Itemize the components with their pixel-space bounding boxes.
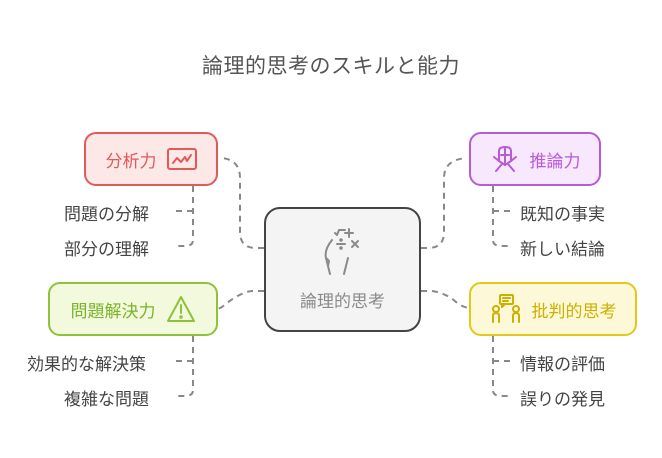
warning-triangle-icon — [166, 295, 196, 323]
center-label: 論理的思考 — [300, 291, 385, 312]
connector-inference-children — [492, 186, 512, 247]
branch-analysis-label: 分析力 — [105, 151, 157, 172]
branch-critical-thinking-label: 批判的思考 — [531, 301, 617, 322]
leaf-analysis-2: 部分の理解 — [64, 240, 149, 260]
head-math-icon — [318, 227, 368, 281]
leaf-problem-2: 複雑な問題 — [64, 390, 149, 410]
branch-problem-solving-label: 問題解決力 — [70, 301, 156, 322]
leaf-inference-2: 新しい結論 — [520, 240, 605, 260]
branch-inference[interactable]: 推論力 — [469, 132, 601, 186]
connector-center-inference — [421, 157, 467, 249]
connector-critical-children — [492, 336, 512, 397]
branch-critical-thinking[interactable]: 批判的思考 — [469, 282, 637, 336]
leaf-analysis-1: 問題の分解 — [64, 205, 149, 225]
branch-analysis[interactable]: 分析力 — [84, 132, 218, 186]
connector-center-problem — [217, 290, 264, 310]
leaf-critical-2: 誤りの発見 — [520, 390, 605, 410]
connector-center-critical — [421, 290, 470, 309]
leaf-inference-1: 既知の事実 — [520, 205, 605, 225]
leaf-critical-1: 情報の評価 — [520, 355, 605, 375]
diagram-title: 論理的思考のスキルと能力 — [202, 54, 460, 78]
line-chart-icon — [166, 148, 197, 170]
praying-hands-icon — [490, 145, 520, 173]
center-node[interactable]: 論理的思考 — [264, 207, 421, 332]
connector-analysis-children — [175, 186, 194, 247]
branch-problem-solving[interactable]: 問題解決力 — [48, 282, 218, 336]
leaf-problem-1: 効果的な解決策 — [27, 355, 146, 375]
people-discussion-icon — [490, 294, 522, 324]
connector-center-analysis — [221, 157, 264, 249]
connector-problem-children — [175, 336, 194, 397]
branch-inference-label: 推論力 — [529, 151, 581, 172]
